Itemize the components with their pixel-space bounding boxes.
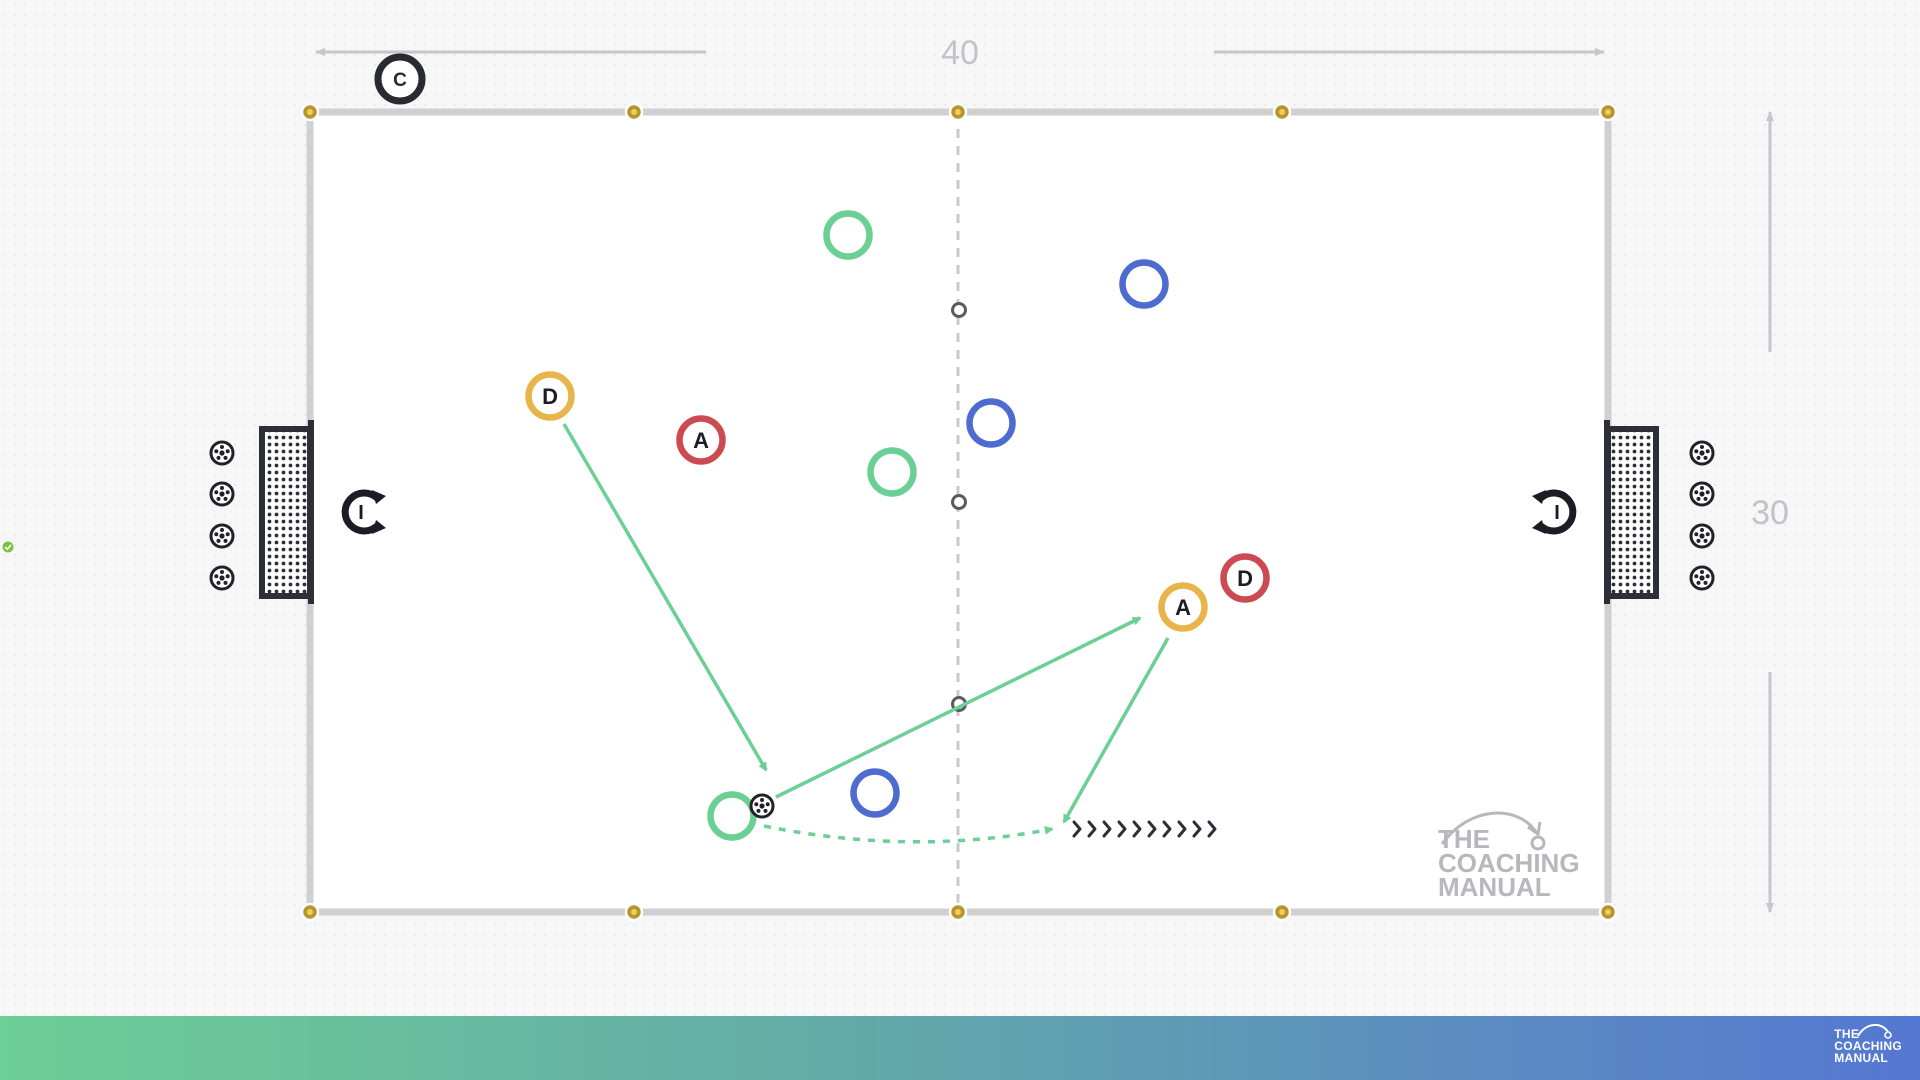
player-marker — [850, 768, 900, 818]
footer-logo-line2: COACHING — [1834, 1039, 1902, 1053]
soccer-ball-icon — [1689, 481, 1715, 507]
check-icon — [2, 541, 14, 553]
player-ring — [966, 398, 1016, 448]
player-marker: A — [1158, 582, 1208, 632]
player-label: D — [1237, 566, 1253, 591]
watermark-line1: THE — [1438, 824, 1490, 854]
player-marker — [1119, 259, 1169, 309]
halfway-markers — [951, 302, 967, 712]
player-label: A — [693, 428, 709, 453]
goalkeeper-icon: I — [341, 489, 386, 535]
soccer-ball-icon — [1689, 440, 1715, 466]
cone-icon — [948, 902, 968, 922]
cone-icon — [624, 902, 644, 922]
player-marker — [707, 791, 757, 841]
soccer-ball-icon — [209, 481, 235, 507]
soccer-ball-icon — [1689, 565, 1715, 591]
pass-arrow — [562, 423, 768, 772]
cone-icon — [1272, 102, 1292, 122]
goalkeeper-label: I — [1554, 502, 1560, 524]
footer-logo: THE COACHING MANUAL — [1834, 1028, 1902, 1064]
player-ring — [850, 768, 900, 818]
player-ring — [525, 371, 575, 421]
soccer-ball-icon — [209, 565, 235, 591]
player-marker — [823, 210, 873, 260]
footer-logo-line1: THE — [1834, 1027, 1860, 1041]
cone-icon — [1598, 102, 1618, 122]
players-layer: D A D A — [525, 210, 1270, 841]
player-label: A — [1175, 595, 1191, 620]
player-ring — [1119, 259, 1169, 309]
footer-bar: THE COACHING MANUAL — [0, 1016, 1920, 1080]
goalkeeper-label: I — [358, 502, 364, 524]
footer-logo-arc — [1857, 1024, 1892, 1039]
player-ring — [676, 415, 726, 465]
soccer-ball-icon — [1689, 523, 1715, 549]
left-goal — [259, 420, 314, 604]
cone-icon — [948, 102, 968, 122]
player-marker: A — [676, 415, 726, 465]
coach-marker: C — [374, 53, 426, 105]
dribble-chevron-icon — [1072, 820, 1217, 838]
soccer-ball-icon — [209, 523, 235, 549]
player-ring — [867, 447, 917, 497]
player-marker — [966, 398, 1016, 448]
coaching-manual-watermark: THE COACHING MANUAL — [1438, 811, 1580, 902]
player-marker: D — [525, 371, 575, 421]
pitch-svg: 40 30 I — [209, 34, 1789, 922]
soccer-ball-icon — [749, 793, 775, 819]
pass-arrow — [775, 616, 1142, 799]
player-marker — [867, 447, 917, 497]
cone-icon — [1272, 902, 1292, 922]
width-label: 30 — [1751, 494, 1789, 532]
player-ring — [1158, 582, 1208, 632]
pass-arrows — [562, 423, 1170, 844]
length-label: 40 — [941, 34, 979, 72]
coach-label: C — [393, 70, 407, 91]
player-ring — [823, 210, 873, 260]
player-ring — [1220, 553, 1270, 603]
cone-icon — [300, 902, 320, 922]
watermark-line2: COACHING — [1438, 848, 1580, 878]
pass-arrow — [1062, 637, 1170, 824]
player-label: D — [542, 384, 558, 409]
goalkeeper-icon: I — [1532, 489, 1577, 535]
footer-logo-line3: MANUAL — [1834, 1051, 1889, 1065]
watermark-line3: MANUAL — [1438, 872, 1551, 902]
cone-icon — [624, 102, 644, 122]
soccer-ball-icon — [209, 440, 235, 466]
right-goal — [1604, 420, 1659, 604]
player-ring — [707, 791, 757, 841]
pitch-diagram: 40 30 I — [209, 34, 1789, 922]
cone-icon — [300, 102, 320, 122]
cone-icon — [1598, 902, 1618, 922]
player-marker: D — [1220, 553, 1270, 603]
